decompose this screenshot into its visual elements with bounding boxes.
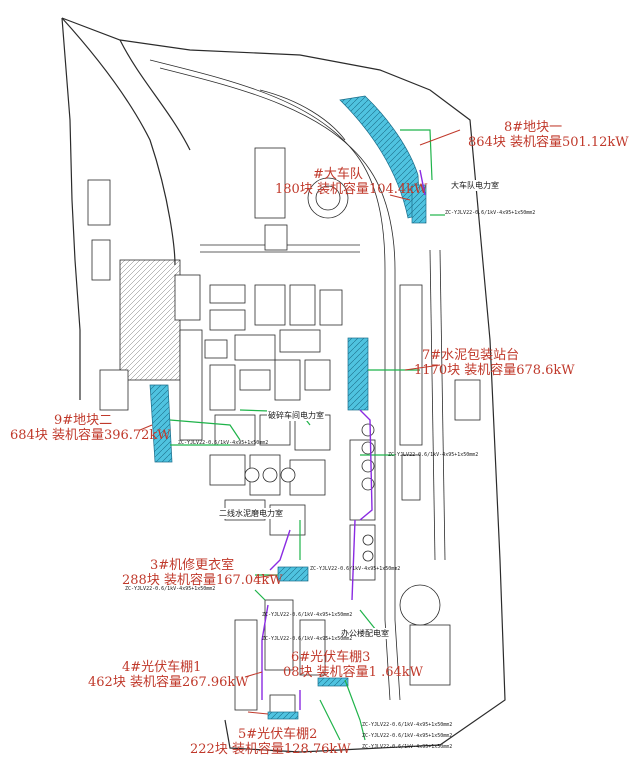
site-boundary [61,17,506,753]
office-room-label: 办公楼配电室 [340,628,390,639]
pv-array-site7 [347,337,369,411]
site8-detail: 864块 装机容量501.12kW [468,135,629,150]
mill-room-label: 二线水泥磨电力室 [218,508,284,519]
site5-detail: 222块 装机容量128.76kW [190,742,351,757]
site6-annotation: 6#光伏车棚3 08块 装机容量1 .64kW [283,650,423,680]
annotation-leaders [139,129,461,715]
site9-detail: 684块 装机容量396.72kW [10,428,171,443]
cable-label-bottom-a: ZC-YJLV22-0.6/1kV-4x95+1x50mm2 [362,722,453,728]
cable-label-top: ZC-YJLV22-0.6/1kV-4x95+1x50mm2 [445,210,536,216]
site3-annotation: 3#机修更衣室 288块 装机容量167.04kW [122,558,283,588]
crusher-room-label: 破碎车间电力室 [267,410,325,421]
pv-arrays [149,95,427,720]
pv-array-site5 [267,711,299,720]
site4-name: 4#光伏车棚1 [122,660,202,675]
pv-array-site-cart [411,184,427,224]
site4-annotation: 4#光伏车棚1 462块 装机容量267.96kW [88,660,249,690]
site-cart-detail: 180块 装机容量104.4kW [275,182,428,197]
left-large-building [99,259,181,411]
site5-name: 5#光伏车棚2 [238,727,318,742]
site-plan-drawing [61,17,506,753]
site8-annotation: 8#地块一 864块 装机容量501.12kW [468,120,629,150]
site3-name: 3#机修更衣室 [150,558,235,573]
site7-detail: 1170块 装机容量678.6kW [414,363,575,378]
site5-annotation: 5#光伏车棚2 222块 装机容量128.76kW [190,727,351,757]
site8-name: 8#地块一 [504,120,563,135]
cable-label-bottom-b: ZC-YJLV22-0.6/1kV-4x95+1x50mm2 [362,733,453,739]
pv-array-site9 [149,384,173,463]
purple-cable-routes [261,169,426,710]
pv-array-site3 [277,566,309,582]
site6-detail: 08块 装机容量1 .64kW [283,665,423,680]
site-cart-name: #大车队 [313,167,363,182]
site-cart-annotation: #大车队 180块 装机容量104.4kW [275,167,427,197]
cart-depot-room-label: 大车队电力室 [450,180,500,191]
site7-annotation: 7#水泥包装站台 1170块 装机容量678.6kW [414,348,575,378]
site9-name: 9#地块二 [54,413,113,428]
site7-name: 7#水泥包装站台 [422,348,520,363]
access-roads [149,59,446,701]
site6-name: 6#光伏车棚3 [291,650,371,665]
cable-label-site3-a: ZC-YJLV22-0.6/1kV-4x95+1x50mm2 [310,566,401,572]
pv-array-site6 [317,677,349,687]
cable-label-site3-d: ZC-YJLV22-0.6/1kV-4x95+1x50mm2 [262,636,353,642]
site4-detail: 462块 装机容量267.96kW [88,675,249,690]
cable-label-mid-right: ZC-YJLV22-0.6/1kV-4x95+1x50mm2 [388,452,479,458]
site9-annotation: 9#地块二 684块 装机容量396.72kW [10,413,171,443]
site3-detail: 288块 装机容量167.04kW [122,573,283,588]
cable-label-bottom-c: ZC-YJLV22-0.6/1kV-4x95+1x50mm2 [362,744,453,750]
cable-label-site3-b: ZC-YJLV22-0.6/1kV-4x95+1x50mm2 [125,586,216,592]
cable-label-left: ZC-YJLV22-0.6/1kV-4x95+1x50mm2 [178,440,269,446]
cable-label-site3-c: ZC-YJLV22-0.6/1kV-4x95+1x50mm2 [262,612,353,618]
